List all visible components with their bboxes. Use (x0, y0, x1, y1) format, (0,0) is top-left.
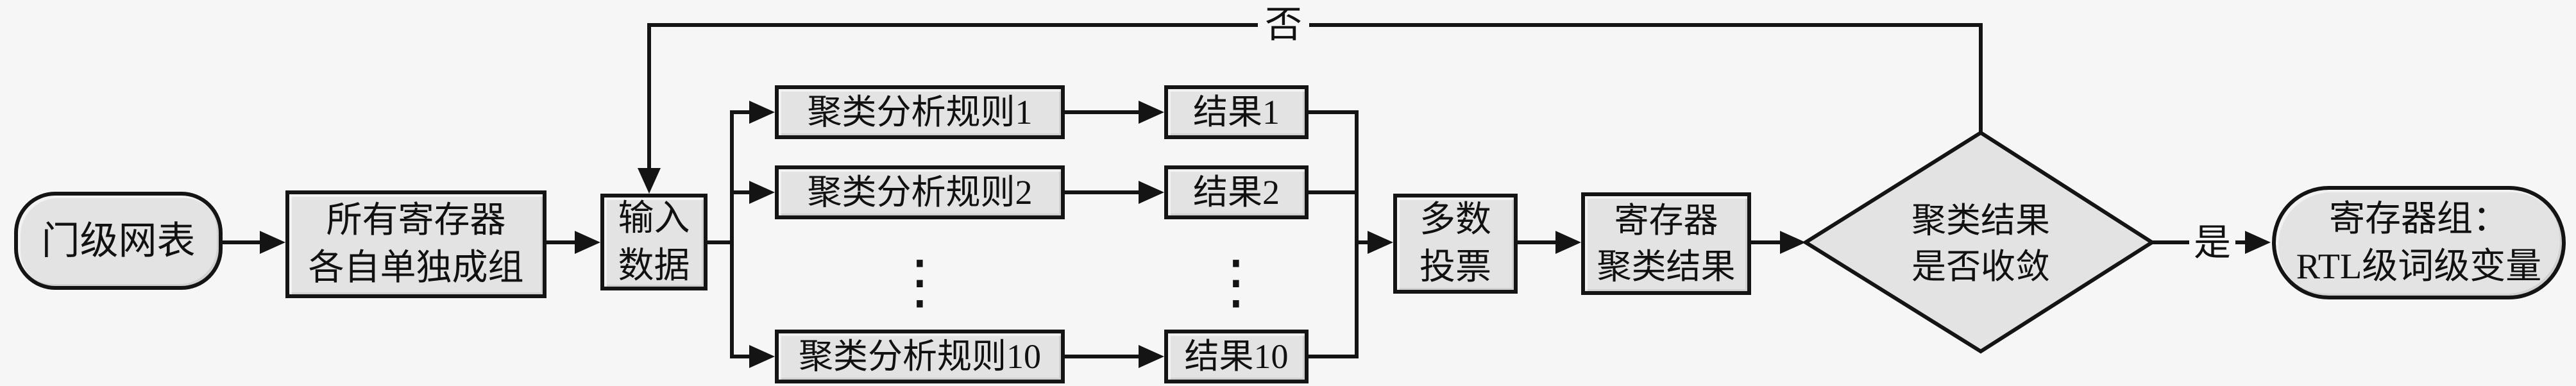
node-decision-diamond (1802, 130, 2156, 354)
edge-rule2-to-result2-arrowhead (1139, 181, 1164, 204)
edge-input-to-branch-line (708, 240, 734, 244)
ellipsis-rules-column: ⋮ (890, 248, 949, 316)
edge-rule10-to-result10-line (1065, 355, 1141, 358)
node-rule-10: 聚类分析规则10 (775, 330, 1065, 383)
edge-merge-to-vote-arrowhead (1368, 231, 1393, 254)
edge-branch-to-rule1-arrowhead (749, 101, 775, 124)
edge-result10-to-merge-line (1309, 355, 1359, 358)
node-register-cluster-result: 寄存器 聚类结果 (1581, 192, 1751, 295)
node-result-2: 结果2 (1164, 165, 1309, 219)
edge-rule1-to-result1-arrowhead (1139, 101, 1164, 124)
node-input-data: 输入 数据 (600, 194, 708, 290)
node-rule-2-label: 聚类分析规则2 (807, 173, 1033, 212)
node-rule-2: 聚类分析规则2 (775, 165, 1065, 219)
edge-branch-to-rule2-arrowhead (749, 181, 775, 204)
node-decision-text: 聚类结果 是否收敛 (1836, 189, 2125, 298)
node-input-data-line2: 数据 (618, 246, 690, 286)
edge-branch-to-rule2-line (730, 190, 752, 194)
branch-line-left (730, 110, 734, 358)
node-decision-line2: 是否收敛 (1911, 248, 2050, 286)
edge-result2-to-merge-line (1309, 190, 1359, 194)
edge-cluster-to-decision-arrowhead (1780, 231, 1806, 254)
node-start-gate-netlist: 门级网表 (14, 192, 223, 290)
edge-vote-to-cluster-arrowhead (1555, 231, 1581, 254)
node-register-cluster-result-line2: 聚类结果 (1597, 248, 1736, 286)
node-all-registers-line2: 各自单独成组 (308, 248, 524, 288)
edge-rule1-to-result1-line (1065, 110, 1141, 114)
feedback-line-up-from-decision (1979, 25, 1983, 133)
edge-vote-to-cluster-line (1518, 240, 1558, 244)
edge-branch-to-rule1-line (730, 110, 752, 114)
edge-rule10-to-result10-arrowhead (1139, 345, 1164, 368)
edge-label-no: 否 (1258, 4, 1309, 46)
node-rule-10-label: 聚类分析规则10 (799, 337, 1041, 376)
edge-group-to-input-line (547, 240, 577, 244)
node-result-2-label: 结果2 (1193, 173, 1280, 212)
node-register-cluster-result-line1: 寄存器 (1614, 201, 1718, 240)
ellipsis-results-column: ⋮ (1207, 248, 1266, 316)
node-rule-1-label: 聚类分析规则1 (807, 93, 1033, 131)
feedback-line-top (647, 23, 1983, 27)
edge-decision-to-end-arrowhead (2245, 231, 2271, 254)
node-result-10-label: 结果10 (1184, 337, 1289, 376)
edge-start-to-group-line (223, 240, 262, 244)
edge-label-yes: 是 (2189, 222, 2235, 264)
feedback-arrowhead-into-input (638, 168, 661, 194)
node-result-10: 结果10 (1164, 330, 1309, 383)
node-decision-line1: 聚类结果 (1911, 201, 2050, 240)
node-majority-vote: 多数 投票 (1393, 194, 1518, 294)
feedback-line-down-to-input (647, 23, 651, 171)
node-majority-vote-line1: 多数 (1419, 200, 1491, 240)
edge-group-to-input-arrowhead (575, 231, 600, 254)
node-end-register-group: 寄存器组： RTL级词级变量 (2272, 186, 2566, 299)
node-end-line1: 寄存器组： (2329, 199, 2509, 239)
node-majority-vote-line2: 投票 (1419, 248, 1491, 287)
edge-result1-to-merge-line (1309, 110, 1359, 114)
node-all-registers-line1: 所有寄存器 (326, 201, 506, 240)
node-result-1: 结果1 (1164, 85, 1309, 139)
edge-branch-to-rule10-line (730, 355, 752, 358)
edge-rule2-to-result2-line (1065, 190, 1141, 194)
node-input-data-line1: 输入 (618, 198, 690, 239)
edge-start-to-group-arrowhead (260, 231, 285, 254)
node-start-label: 门级网表 (41, 219, 196, 262)
merge-line-right (1355, 110, 1359, 358)
node-end-line2: RTL级词级变量 (2296, 246, 2542, 287)
edge-merge-to-vote-line (1355, 240, 1370, 244)
node-rule-1: 聚类分析规则1 (775, 85, 1065, 139)
node-all-registers-group: 所有寄存器 各自单独成组 (285, 190, 547, 298)
edge-cluster-to-decision-line (1751, 240, 1783, 244)
node-result-1-label: 结果1 (1193, 93, 1280, 131)
edge-branch-to-rule10-arrowhead (749, 345, 775, 368)
